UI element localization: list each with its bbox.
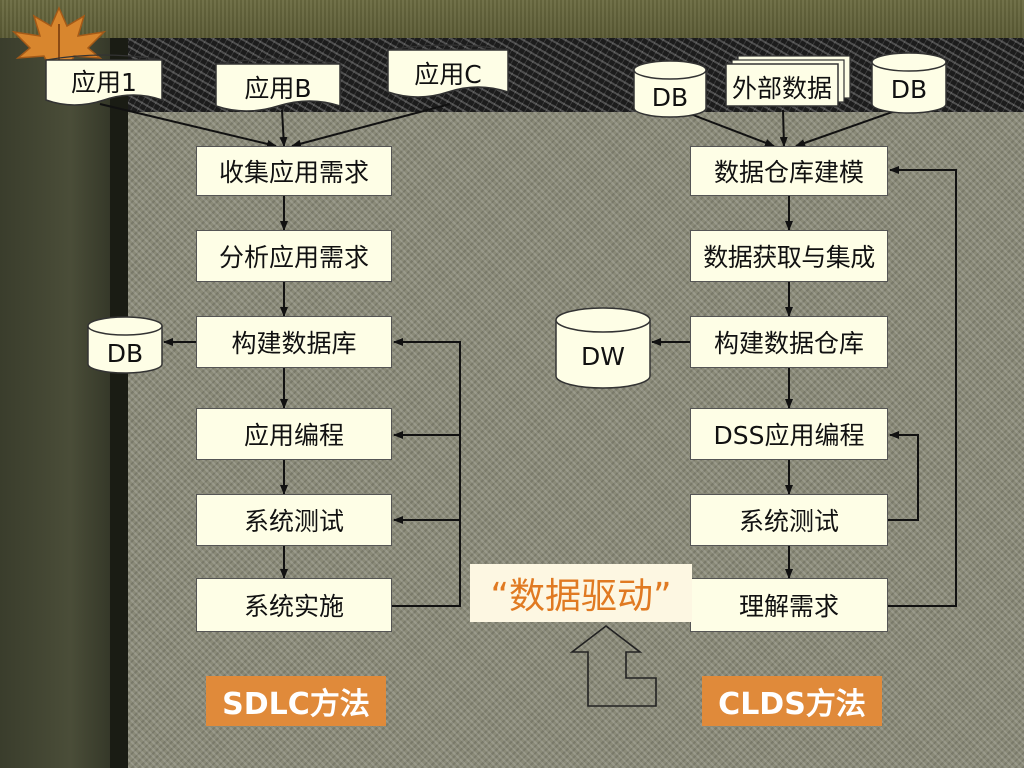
clds-dw-cylinder: DW [554, 306, 652, 390]
source-doc-appc: 应用C [386, 44, 510, 100]
arrow-db-left-to-modeling [679, 109, 775, 147]
clds-step-system-testing: 系统测试 [690, 494, 888, 546]
clds-step-understand-requirements: 理解需求 [690, 578, 888, 632]
clds-db-left-cylinder: DB [632, 60, 708, 118]
sdlc-method-label: SDLC方法 [206, 676, 386, 726]
sdlc-step-build-database: 构建数据库 [196, 316, 392, 368]
sdlc-step-collect-requirements: 收集应用需求 [196, 146, 392, 196]
sdlc-step-programming: 应用编程 [196, 408, 392, 460]
arrow-appb-to-collect [279, 109, 288, 147]
data-driven-label: “数据驱动” [470, 564, 692, 622]
clds-db-right-label: DB [890, 74, 928, 104]
clds-step-dw-modeling: 数据仓库建模 [690, 146, 888, 196]
clds-external-data-stack: 外部数据 [724, 55, 852, 110]
arrow-external-to-modeling [779, 109, 788, 147]
sdlc-feedback-loop [392, 338, 461, 607]
arrow-db-right-to-modeling [795, 109, 899, 147]
clds-dw-label: DW [581, 341, 625, 371]
clds-step-acquisition-integration: 数据获取与集成 [690, 230, 888, 282]
clds-db-right-cylinder: DB [870, 52, 948, 114]
clds-testing-loop [888, 431, 919, 521]
hollow-up-arrow-icon [569, 624, 657, 707]
clds-step-dss-programming: DSS应用编程 [690, 408, 888, 460]
source-doc-app1-label: 应用1 [71, 68, 137, 97]
clds-method-label: CLDS方法 [702, 676, 882, 726]
source-doc-appc-label: 应用C [414, 60, 482, 89]
left-frame-edge [110, 38, 128, 768]
source-doc-appb-label: 应用B [244, 74, 312, 103]
clds-step-build-dw: 构建数据仓库 [690, 316, 888, 368]
sdlc-db-cylinder: DB [86, 316, 164, 374]
sdlc-step-analyze-requirements: 分析应用需求 [196, 230, 392, 282]
source-doc-app1: 应用1 [44, 54, 164, 106]
sdlc-step-system-testing: 系统测试 [196, 494, 392, 546]
top-frame-band [0, 0, 1024, 38]
sdlc-db-label: DB [106, 338, 144, 368]
sdlc-step-implementation: 系统实施 [196, 578, 392, 632]
arrow-app1-to-collect [99, 103, 277, 148]
clds-db-left-label: DB [651, 82, 689, 112]
source-doc-appb: 应用B [214, 58, 342, 114]
left-frame-band [0, 38, 128, 768]
clds-external-data-label: 外部数据 [731, 74, 832, 103]
clds-requirements-loop [888, 166, 957, 607]
arrow-appc-to-collect [291, 103, 451, 148]
